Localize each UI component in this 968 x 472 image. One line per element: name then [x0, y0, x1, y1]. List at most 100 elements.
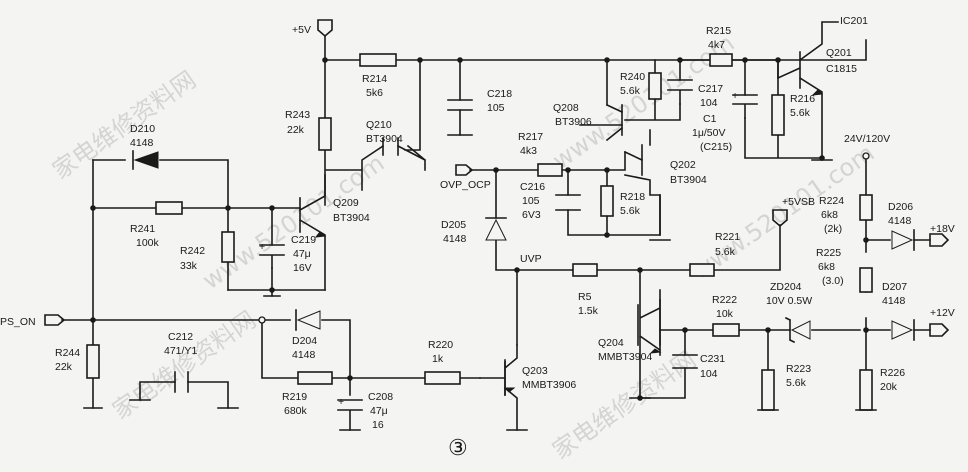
label-q210-value: BT3904	[366, 133, 403, 145]
watermark: 家电维修资料网	[47, 66, 201, 185]
label-q202-ref: Q202	[670, 159, 696, 171]
label-c231-value: 104	[700, 368, 718, 380]
label-r241-ref: R241	[130, 223, 155, 235]
connector-12v	[929, 323, 950, 337]
label-c1-ref: C1	[703, 113, 717, 125]
resistor-r240	[648, 72, 662, 100]
transistor-q210	[382, 137, 399, 156]
resistor-r219	[297, 371, 333, 385]
label-c219-value: 16V	[293, 262, 312, 274]
label-18v: +18V	[930, 223, 955, 235]
label-q203-ref: Q203	[522, 365, 548, 377]
resistor-r222	[712, 323, 740, 337]
label-r224-ref: R224	[819, 195, 844, 207]
label-ps-on: PS_ON	[0, 316, 36, 328]
label-c219-ref: C219	[291, 234, 316, 246]
label-ic201: IC201	[840, 15, 868, 27]
label-d205-value: 4148	[443, 233, 467, 245]
label-24v-120v: 24V/120V	[844, 133, 890, 145]
capacitor-c219	[259, 244, 285, 269]
label-r219-ref: R219	[282, 391, 307, 403]
label-q201-ref: Q201	[826, 47, 852, 59]
connector-ps-on	[44, 314, 66, 326]
label-ovp-ocp: OVP_OCP	[440, 179, 491, 191]
label-r220-value: 1k	[432, 353, 444, 365]
label-d210-ref: D210	[130, 123, 155, 135]
label-5v: +5V	[292, 24, 311, 36]
label-c231-ref: C231	[700, 353, 725, 365]
connector-18v	[929, 233, 950, 247]
label-r216-ref: R216	[790, 93, 815, 105]
resistor-r5	[572, 263, 598, 277]
label-d206-value: 4148	[888, 215, 912, 227]
resistor-r223	[761, 369, 775, 411]
label-q202-value: BT3904	[670, 174, 707, 186]
label-r225-value: (3.0)	[822, 275, 844, 287]
label-r242-ref: R242	[180, 245, 205, 257]
resistor-r217	[537, 163, 563, 177]
label-r225-ref: R225	[816, 247, 841, 259]
label-c218-ref: C218	[487, 88, 512, 100]
label-c1-value: 1μ/50V	[692, 127, 726, 139]
resistor-r218	[600, 185, 614, 217]
resistor-r214	[359, 53, 397, 67]
label-d204-value: 4148	[292, 349, 316, 361]
watermark-layer: 家电维修资料网 www.520101.com 家电维修资料网 www.52010…	[47, 29, 879, 465]
label-c208-value: 16	[372, 419, 384, 431]
capacitors: + + +	[174, 79, 758, 431]
label-r216-value: 5.6k	[790, 107, 811, 119]
resistor-r220	[424, 371, 461, 385]
label-r217-value: 4k3	[520, 145, 537, 157]
label-q208-ref: Q208	[553, 102, 579, 114]
connectors	[44, 19, 950, 337]
label-r215-ref: R215	[706, 25, 731, 37]
label-r224-value: (2k)	[824, 223, 842, 235]
label-r240-ref: R240	[620, 71, 645, 83]
label-c208-ref: C208	[368, 391, 393, 403]
label-q209-ref: Q209	[333, 197, 359, 209]
label-r223-value: 5.6k	[786, 377, 807, 389]
label-5vsb: +5VSB	[782, 196, 815, 208]
label-c218-value: 105	[487, 102, 505, 114]
label-c212-ref: C212	[168, 331, 193, 343]
label-c216-ref: C216	[520, 181, 545, 193]
label-q210-ref: Q210	[366, 119, 392, 131]
label-r226-value: 20k	[880, 381, 898, 393]
connector-5vsb	[772, 209, 788, 228]
capacitor-c216	[555, 194, 581, 211]
watermark: 家电维修资料网	[547, 346, 701, 465]
junctions	[90, 57, 870, 401]
connector-5v	[317, 19, 333, 38]
label-q203-value: MMBT3906	[522, 379, 576, 391]
label-d205-ref: D205	[441, 219, 466, 231]
label-r221-value: 5.6k	[715, 246, 736, 258]
label-q208-value: BT3906	[555, 116, 592, 128]
label-zd204-value: 10V 0.5W	[766, 295, 812, 307]
label-d206-ref: D206	[888, 201, 913, 213]
connector-ovp-ocp	[455, 164, 474, 176]
label-r5-ref: R5	[578, 291, 592, 303]
diode-d207	[891, 320, 914, 340]
diode-d204	[296, 310, 321, 330]
resistor-r243	[318, 117, 332, 151]
label-r219-value: 680k	[284, 405, 308, 417]
label-c212-value: 471/Y1	[164, 345, 197, 357]
label-r243-ref: R243	[285, 109, 310, 121]
label-r243-value: 22k	[287, 124, 305, 136]
labels: +5V +5VSB 24V/120V PS_ON OVP_OCP UVP +18…	[0, 15, 955, 460]
resistor-r226	[859, 369, 873, 411]
label-d210-value: 4148	[130, 137, 154, 149]
label-c216-value: 6V3	[522, 209, 541, 221]
label-r215-value: 4k7	[708, 39, 725, 51]
label-r218-value: 5.6k	[620, 205, 641, 217]
capacitor-c218	[447, 99, 473, 111]
label-c1-value: (C215)	[700, 141, 732, 153]
label-r222-ref: R222	[712, 294, 737, 306]
label-12v: +12V	[930, 307, 955, 319]
label-r224-value: 6k8	[821, 209, 838, 221]
label-d207-value: 4148	[882, 295, 906, 307]
watermark: 家电维修资料网	[107, 306, 261, 425]
label-q204-value: MMBT3904	[598, 351, 652, 363]
